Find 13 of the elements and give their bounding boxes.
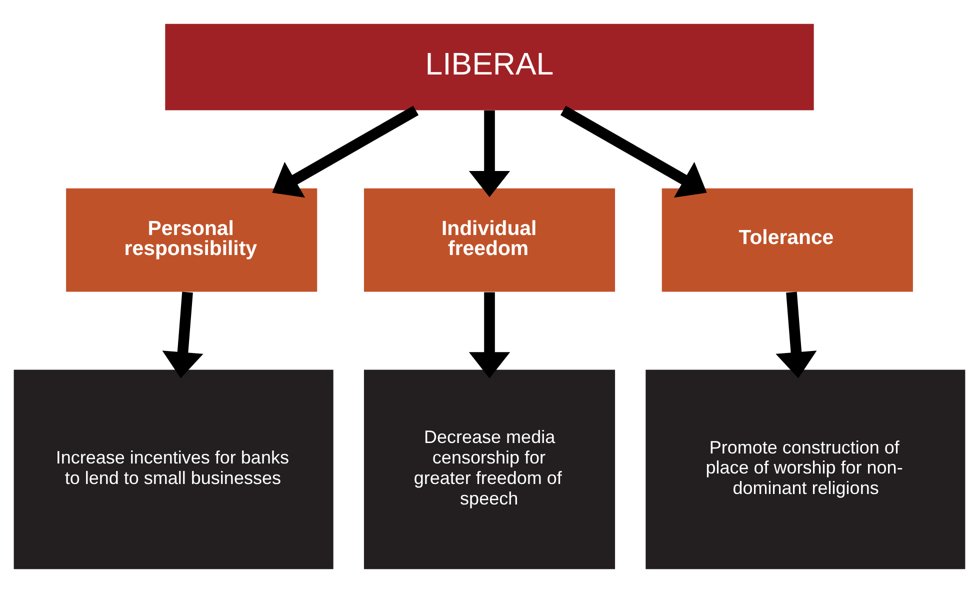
arrow: [272, 105, 418, 198]
node-box: Tolerance: [661, 188, 912, 292]
node-box: Increase incentives for banks to lend to small businesses: [13, 369, 333, 569]
node-box: Decrease media censorship for greater freedom of speech: [363, 369, 615, 569]
arrow: [468, 292, 510, 378]
arrow: [162, 291, 203, 378]
arrow: [775, 291, 816, 378]
node-box: Promote construction of place of worship for non-dominant religions: [645, 369, 965, 569]
node-box: Personal responsibility: [66, 188, 317, 292]
arrow: [468, 110, 510, 197]
node-box: LIBERAL: [164, 23, 814, 110]
node-box: Individual freedom: [363, 188, 615, 292]
arrow: [560, 105, 706, 198]
